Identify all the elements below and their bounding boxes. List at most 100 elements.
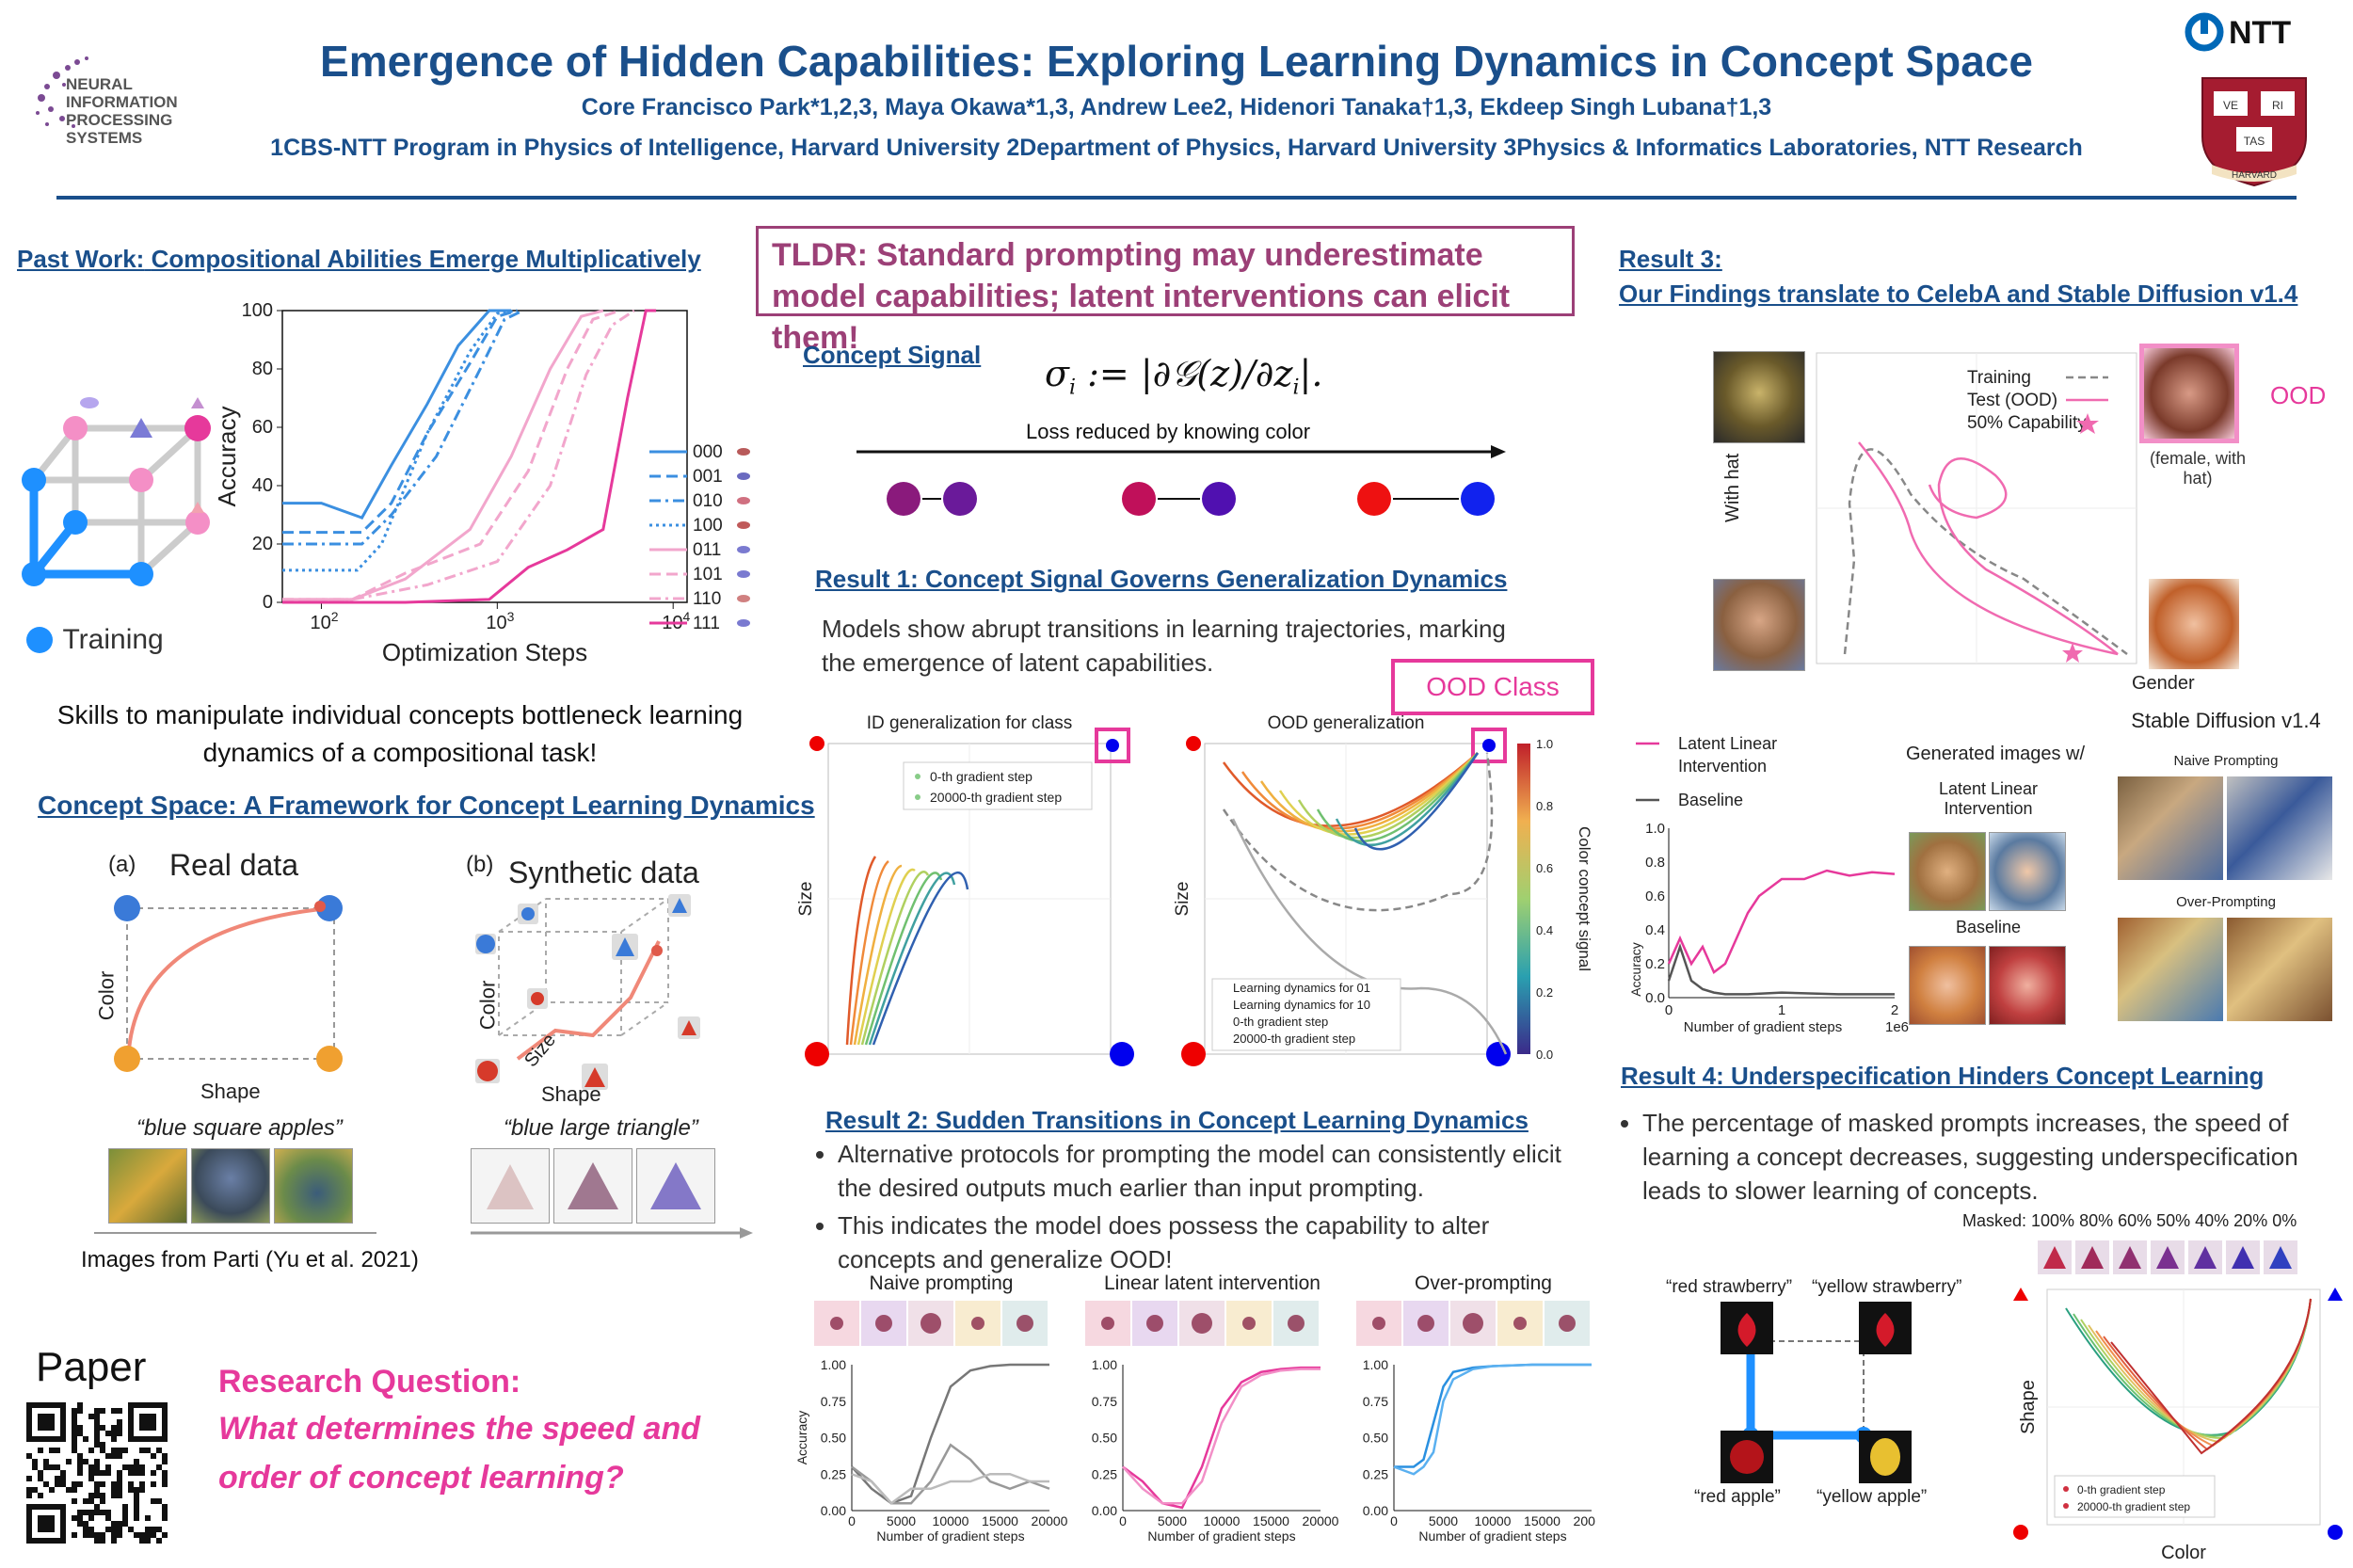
dynamics-01-line [1222, 752, 1494, 912]
legend-label: Intervention [1678, 757, 1767, 776]
logo-line: NEURAL [66, 75, 133, 93]
qr-module [117, 1448, 122, 1453]
qr-module [100, 1493, 105, 1498]
series-line-111 [282, 309, 657, 604]
qr-module [139, 1448, 145, 1453]
y-tick-label: 0.8 [1645, 855, 1665, 871]
qr-module [105, 1527, 111, 1532]
ntt-logo-icon [2185, 12, 2224, 52]
qr-module [100, 1538, 105, 1544]
qr-module [88, 1527, 94, 1532]
qr-module [156, 1464, 162, 1470]
qr-module [117, 1532, 122, 1538]
legend-label: Learning dynamics for 01 [1233, 981, 1370, 995]
corner-dot [1486, 1042, 1511, 1066]
sd-photo [2227, 918, 2332, 1021]
x-tick-label: 20000 [1032, 1513, 1068, 1528]
qr-module [162, 1510, 168, 1515]
sd-over-label: Over-Prompting [2176, 894, 2276, 910]
qr-module [77, 1453, 83, 1459]
x-axis-label: Color [2161, 1543, 2206, 1562]
qr-module [156, 1448, 162, 1453]
qr-module [105, 1470, 111, 1476]
y-axis-label: Size [1173, 882, 1193, 917]
qr-module [122, 1448, 128, 1453]
qr-module [94, 1538, 100, 1544]
sample-blob [1417, 1315, 1434, 1332]
qr-module [105, 1453, 111, 1459]
series-line-011 [282, 309, 604, 601]
formula-sigma: σ [1045, 353, 1069, 394]
trajectory-line [1222, 752, 1479, 827]
poster-title: Emergence of Hidden Capabilities: Explor… [320, 37, 2033, 86]
qr-module [43, 1464, 49, 1470]
qr-module [72, 1408, 77, 1414]
logo-line: INFORMATION [66, 93, 178, 111]
qr-module [139, 1481, 145, 1487]
paper-qr-code[interactable] [26, 1402, 168, 1544]
y-tick-label: 0.75 [821, 1394, 846, 1409]
qr-module [128, 1481, 134, 1487]
qr-module [100, 1448, 105, 1453]
generated-label: Generated images w/ [1905, 744, 2086, 764]
qr-module [134, 1504, 139, 1510]
qr-module [88, 1515, 94, 1521]
qr-module [134, 1493, 139, 1498]
qr-module [94, 1419, 100, 1425]
y-tick-label: 20 [252, 534, 273, 554]
legend-label: Baseline [1678, 791, 1743, 809]
qr-module [111, 1431, 117, 1436]
trajectory-line [1297, 752, 1479, 840]
qr-module [156, 1538, 162, 1544]
qr-module [111, 1493, 117, 1498]
qr-module [26, 1493, 32, 1498]
sd-photo [2118, 776, 2223, 880]
trajectory-line [1278, 752, 1479, 836]
panel-b-tag: (b) [466, 852, 494, 877]
qr-module [111, 1436, 117, 1442]
panel-title: Over-prompting [1415, 1272, 1552, 1294]
panel-b-title: Synthetic data [508, 856, 699, 889]
formula-sub: i [1292, 376, 1300, 400]
panel-title: ID generalization for class [867, 713, 1073, 733]
concept-cube-diagram [9, 386, 235, 612]
qr-module [139, 1532, 145, 1538]
result2-bullets: Alternative protocols for prompting the … [809, 1137, 1562, 1280]
qr-module [94, 1414, 100, 1419]
qr-module [134, 1498, 139, 1504]
qr-module [83, 1498, 88, 1504]
y-axis-label: Accuracy [1631, 942, 1643, 997]
trajectory-line [845, 856, 877, 1046]
past-work-prefix: Past Work: [17, 245, 145, 273]
result1-charts: ID generalization for classColorSize0-th… [791, 706, 1600, 1093]
y-tick-label: 0.2 [1645, 956, 1665, 972]
legend-label: 20000-th gradient step [2077, 1500, 2190, 1513]
x-tick-label: 102 [310, 609, 338, 633]
panel-arrows [94, 1227, 753, 1239]
qr-module [94, 1510, 100, 1515]
qr-module [128, 1487, 134, 1493]
accuracy-line [1667, 943, 1895, 996]
qr-module [72, 1419, 77, 1425]
colorbar-tick-label: 0.6 [1536, 861, 1553, 875]
qr-module [122, 1464, 128, 1470]
y-tick-label: 0.50 [1363, 1431, 1388, 1446]
qr-module [162, 1532, 168, 1538]
seal-text: HARVARD [2232, 170, 2277, 181]
panel-title: Linear latent intervention [1104, 1272, 1321, 1294]
sample-blob [971, 1317, 984, 1330]
legend-label: 101 [693, 565, 723, 584]
qr-module [88, 1476, 94, 1481]
formula-end: |. [1299, 353, 1323, 394]
qr-module [94, 1504, 100, 1510]
qr-module [88, 1414, 94, 1419]
y-axis-label: Shape [2018, 1380, 2039, 1434]
legend-glyph-icon [737, 448, 750, 456]
qr-module [111, 1425, 117, 1431]
panel-a-tag: (a) [108, 852, 136, 877]
triangle-sample [636, 1148, 715, 1224]
qr-module [117, 1419, 122, 1425]
qr-module [117, 1481, 122, 1487]
label-red-strawberry: “red strawberry” [1666, 1277, 1793, 1297]
